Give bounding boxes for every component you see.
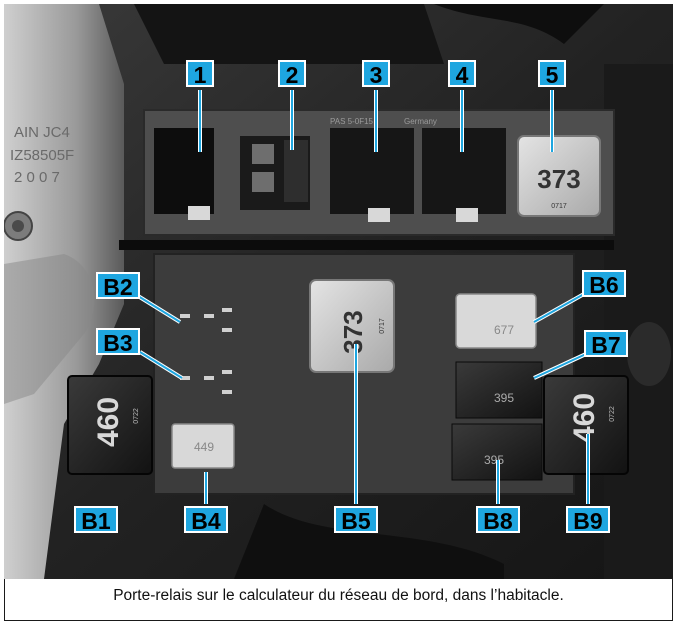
b3-pins bbox=[180, 370, 232, 394]
slot-2-block bbox=[284, 140, 308, 202]
bracket-fold bbox=[4, 254, 95, 404]
relay-b6 bbox=[455, 293, 537, 349]
slot-2-connector-a bbox=[252, 144, 274, 164]
upper-shadow bbox=[134, 4, 444, 64]
relay-b9-small-code: 0722 bbox=[609, 406, 616, 422]
part-text: PAS 5-0F15 bbox=[330, 117, 374, 126]
relay-b5-code: 373 bbox=[338, 310, 368, 353]
label-b5: B5 bbox=[334, 506, 378, 534]
label-4: 4 bbox=[448, 60, 476, 88]
label-2: 2 bbox=[278, 60, 306, 88]
b2-pins bbox=[180, 308, 232, 332]
slot-3 bbox=[330, 128, 414, 214]
label-3: 3 bbox=[362, 60, 390, 88]
label-b2: B2 bbox=[96, 272, 140, 300]
relay-b4 bbox=[171, 423, 235, 469]
relay-b1-code: 460 bbox=[92, 397, 125, 447]
label-1: 1 bbox=[186, 60, 214, 88]
relay-b8-code: 395 bbox=[484, 453, 504, 467]
relay-5-code: 373 bbox=[537, 164, 580, 194]
relay-b5-small-code: 0717 bbox=[379, 318, 386, 334]
right-shadow bbox=[604, 64, 673, 579]
label-b4: B4 bbox=[184, 506, 228, 534]
label-b7: B7 bbox=[584, 330, 628, 358]
relay-b1-small-code: 0722 bbox=[133, 408, 140, 424]
country-text: Germany bbox=[404, 117, 437, 126]
side-text-2: IZ58505F bbox=[10, 147, 74, 164]
label-5: 5 bbox=[538, 60, 566, 88]
label-b9: B9 bbox=[566, 506, 610, 534]
relay-b6-code: 677 bbox=[494, 323, 514, 337]
relay-box-photo: AIN JC4 IZ58505F 2 0 0 7 PAS 5-0F15 Germ… bbox=[4, 4, 673, 579]
bolt-center-icon bbox=[12, 220, 24, 232]
label-b8: B8 bbox=[476, 506, 520, 534]
label-b3: B3 bbox=[96, 328, 140, 356]
side-text-1: AIN JC4 bbox=[14, 124, 70, 141]
bottom-cables bbox=[234, 504, 504, 579]
relay-b5 bbox=[309, 279, 395, 373]
slot-4-clip bbox=[456, 208, 478, 222]
relay-b7-code: 395 bbox=[494, 391, 514, 405]
relay-b4-code: 449 bbox=[194, 440, 214, 454]
slot-2-connector-b bbox=[252, 172, 274, 192]
cable-shadow bbox=[434, 4, 604, 44]
label-b1: B1 bbox=[74, 506, 118, 534]
slot-3-clip bbox=[368, 208, 390, 222]
bay-divider bbox=[119, 240, 614, 250]
relay-5-small-code: 0717 bbox=[551, 203, 567, 210]
figure-caption: Porte-relais sur le calculateur du résea… bbox=[113, 587, 564, 604]
relay-b7 bbox=[455, 361, 543, 419]
relay-5 bbox=[517, 135, 601, 217]
slot-1 bbox=[154, 128, 214, 214]
label-b6: B6 bbox=[582, 270, 626, 298]
side-text-3: 2 0 0 7 bbox=[14, 169, 60, 186]
leader-lines bbox=[137, 90, 589, 504]
relay-b1 bbox=[67, 375, 153, 475]
right-component bbox=[627, 322, 671, 386]
relay-b9-code: 460 bbox=[568, 393, 601, 443]
slot-1-clip bbox=[188, 206, 210, 220]
